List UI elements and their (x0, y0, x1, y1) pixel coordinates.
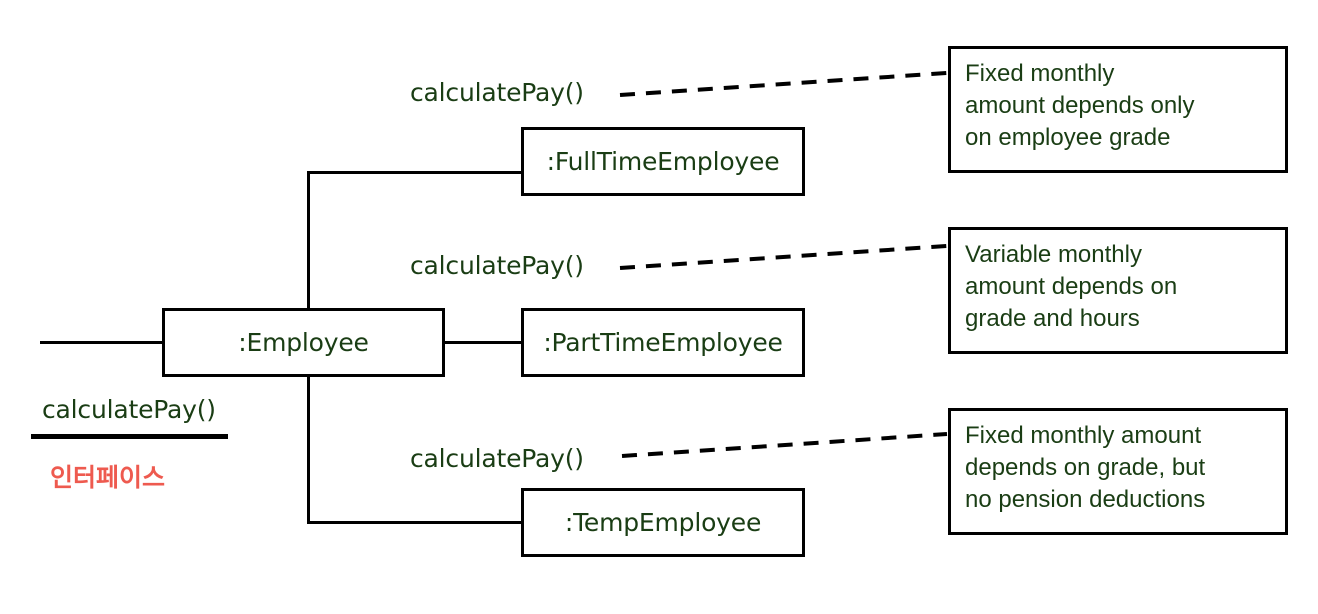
operation-label-text: calculatePay() (410, 251, 584, 280)
note-line: on employee grade (965, 124, 1171, 151)
uml-box-employee[interactable]: :Employee (162, 308, 445, 377)
interface-divider-rule (31, 434, 228, 439)
interface-operation-text: calculatePay() (42, 395, 216, 424)
note-line: Fixed monthly (965, 60, 1115, 87)
operation-label-text: calculatePay() (410, 78, 584, 107)
uml-box-parttimeemployee[interactable]: :PartTimeEmployee (521, 308, 805, 377)
interface-operation-label: calculatePay() (42, 395, 216, 424)
operation-label-text: calculatePay() (410, 444, 584, 473)
branch-line-parttime (443, 341, 523, 344)
note-line: depends on grade, but (965, 454, 1206, 481)
uml-box-tempemployee-label: :TempEmployee (564, 508, 762, 537)
note-box-temp[interactable]: Fixed monthly amount depends on grade, b… (948, 408, 1288, 535)
branch-line-temp (307, 521, 523, 524)
uml-box-tempemployee[interactable]: :TempEmployee (521, 488, 805, 557)
uml-box-employee-label: :Employee (238, 328, 369, 357)
note-line: amount depends only (965, 92, 1195, 119)
note-line: Fixed monthly amount (965, 422, 1202, 449)
note-box-fulltime[interactable]: Fixed monthly amount depends only on emp… (948, 46, 1288, 173)
interface-connector-line (40, 341, 164, 344)
interface-caption-label: 인터페이스 (50, 458, 165, 494)
note-box-parttime[interactable]: Variable monthly amount depends on grade… (948, 227, 1288, 354)
note-line: no pension deductions (965, 486, 1206, 513)
operation-label-fulltime: calculatePay() (410, 78, 584, 107)
uml-box-parttimeemployee-label: :PartTimeEmployee (543, 328, 783, 357)
interface-caption-text: 인터페이스 (50, 463, 166, 492)
uml-box-fulltimeemployee[interactable]: :FullTimeEmployee (521, 127, 805, 196)
note-line: grade and hours (965, 305, 1140, 332)
note-line: Variable monthly (965, 241, 1142, 268)
operation-label-parttime: calculatePay() (410, 251, 584, 280)
operation-label-temp: calculatePay() (410, 444, 584, 473)
uml-box-fulltimeemployee-label: :FullTimeEmployee (546, 147, 780, 176)
note-line: amount depends on (965, 273, 1178, 300)
branch-line-fulltime (307, 171, 523, 174)
